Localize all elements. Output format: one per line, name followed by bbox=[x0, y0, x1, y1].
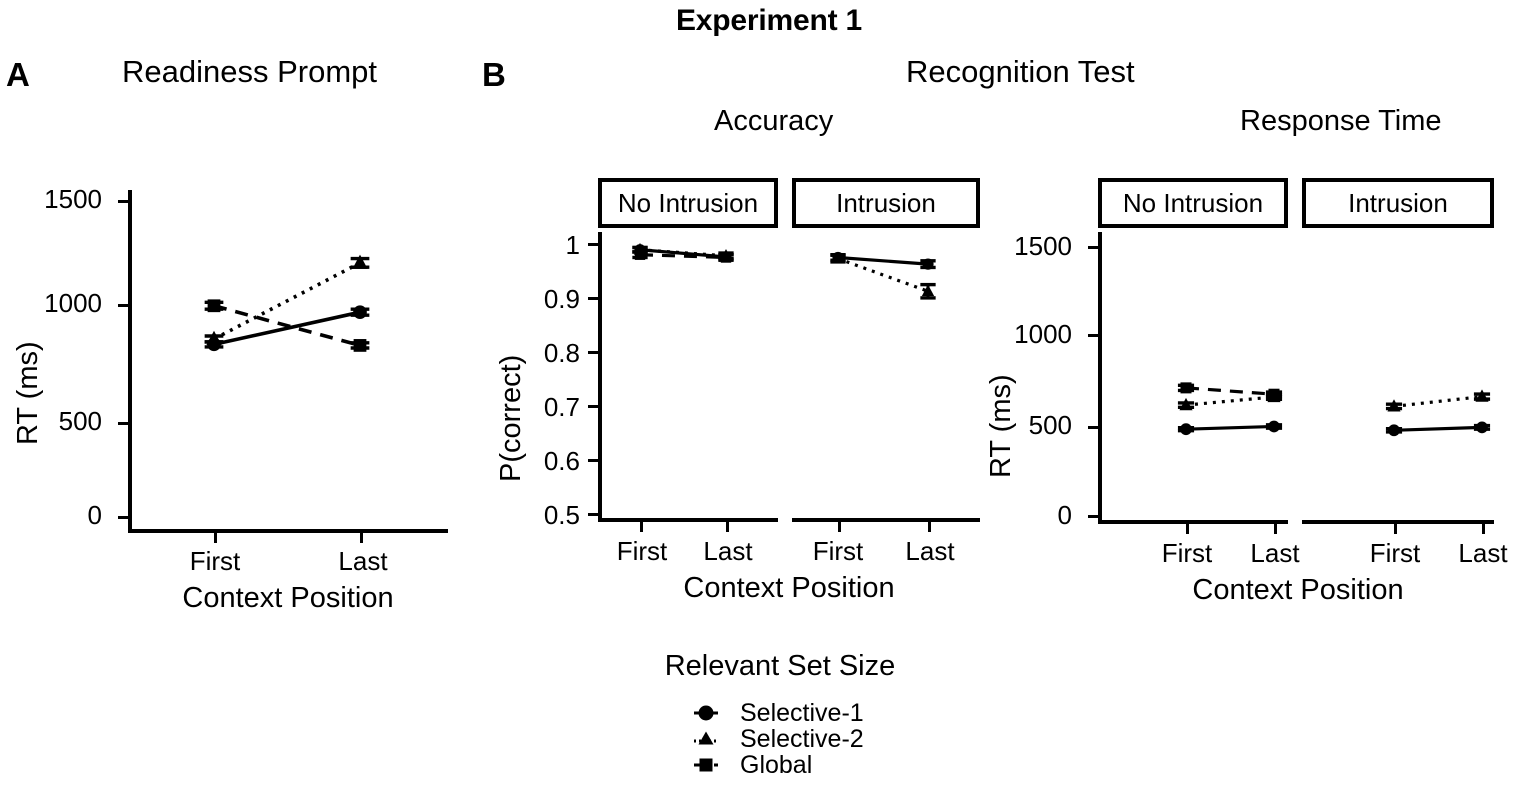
rt-strip-no-intrusion-label: No Intrusion bbox=[1122, 187, 1264, 218]
accuracy-f1-xtick-first: First bbox=[616, 536, 668, 566]
rt-f1-x-axis-line bbox=[1098, 520, 1288, 524]
panel-a-y-axis-line bbox=[128, 190, 132, 533]
accuracy-f2-xtick-mark-last bbox=[928, 522, 931, 532]
rt-ytick-mark-1000 bbox=[1088, 334, 1098, 337]
rt-ytick-0: 0 bbox=[1057, 500, 1072, 530]
rt-ytick-mark-1500 bbox=[1088, 246, 1098, 249]
accuracy-ytick-0_5: 0.5 bbox=[543, 500, 580, 530]
rt-facet-intrusion-plot-area bbox=[1385, 389, 1491, 437]
accuracy-x-axis-title: Context Position bbox=[683, 572, 895, 604]
rt-ytick-mark-0 bbox=[1088, 515, 1098, 518]
rt-ytick-1000: 1000 bbox=[1014, 319, 1072, 349]
legend-label-selective-2: Selective-2 bbox=[740, 724, 864, 753]
rt-f1-xtick-first: First bbox=[1161, 538, 1213, 568]
legend-label-selective-1: Selective-1 bbox=[740, 698, 864, 727]
rt-strip-intrusion-label: Intrusion bbox=[1348, 187, 1448, 218]
accuracy-facet-no-intrusion-plot-area bbox=[632, 242, 734, 263]
rt-ytick-500: 500 bbox=[1028, 410, 1072, 440]
accuracy-strip-no-intrusion: No Intrusion bbox=[598, 178, 778, 228]
rt-ytick-1500: 1500 bbox=[1014, 231, 1072, 261]
accuracy-f1-xtick-mark-first bbox=[640, 522, 643, 532]
accuracy-ytick-mark-0_7 bbox=[588, 405, 598, 408]
rt-f1-xtick-last: Last bbox=[1250, 538, 1300, 568]
accuracy-ytick-mark-1_0 bbox=[588, 243, 598, 246]
rt-strip-no-intrusion: No Intrusion bbox=[1098, 178, 1288, 228]
accuracy-strip-no-intrusion-label: No Intrusion bbox=[617, 187, 759, 218]
accuracy-y-axis-line bbox=[598, 232, 602, 520]
accuracy-f1-xtick-mark-last bbox=[726, 522, 729, 532]
legend-item-selective-2[interactable]: Selective-2 bbox=[686, 724, 864, 753]
panel-a-title: Readiness Prompt bbox=[122, 54, 378, 89]
accuracy-f2-xtick-first: First bbox=[812, 536, 864, 566]
panel-a-xtick-mark-first bbox=[214, 533, 217, 543]
rt-ytick-mark-500 bbox=[1088, 426, 1098, 429]
panel-a-x-axis-title: Context Position bbox=[182, 582, 394, 614]
accuracy-ytick-0_8: 0.8 bbox=[543, 338, 580, 368]
panel-a-letter: A bbox=[6, 56, 30, 93]
legend-label-global: Global bbox=[740, 750, 813, 779]
panel-a-ytick-mark-1500 bbox=[118, 200, 128, 203]
response-time-subtitle: Response Time bbox=[1240, 105, 1442, 137]
rt-f1-xtick-mark-last bbox=[1274, 524, 1277, 534]
panel-a-ytick-500: 500 bbox=[58, 406, 102, 436]
panel-a-xtick-last: Last bbox=[338, 546, 388, 576]
panel-a-ytick-0: 0 bbox=[87, 500, 102, 530]
rt-f2-xtick-mark-first bbox=[1394, 524, 1397, 534]
accuracy-strip-intrusion-label: Intrusion bbox=[836, 187, 936, 218]
rt-x-axis-title: Context Position bbox=[1192, 574, 1404, 606]
legend-title: Relevant Set Size bbox=[664, 650, 896, 682]
accuracy-ytick-0_9: 0.9 bbox=[543, 284, 580, 314]
accuracy-ytick-mark-0_6 bbox=[588, 459, 598, 462]
accuracy-facet-intrusion-plot-area bbox=[830, 251, 936, 300]
accuracy-ytick-mark-0_8 bbox=[588, 351, 598, 354]
accuracy-ytick-1_0: 1 bbox=[565, 230, 580, 260]
panel-a-ytick-1500: 1500 bbox=[44, 184, 102, 214]
panel-a-ytick-mark-1000 bbox=[118, 304, 128, 307]
rt-f1-xtick-mark-first bbox=[1186, 524, 1189, 534]
panel-a-ytick-mark-0 bbox=[118, 516, 128, 519]
panel-a-x-axis-line bbox=[128, 529, 448, 533]
panel-b-title: Recognition Test bbox=[906, 54, 1135, 89]
panel-a-ytick-1000: 1000 bbox=[44, 288, 102, 318]
legend-item-global[interactable]: Global bbox=[686, 750, 864, 779]
panel-b-letter: B bbox=[482, 56, 506, 93]
rt-f2-xtick-last: Last bbox=[1458, 538, 1508, 568]
accuracy-ytick-mark-0_9 bbox=[588, 297, 598, 300]
panel-a-plot-area bbox=[204, 254, 370, 352]
accuracy-f2-xtick-mark-first bbox=[838, 522, 841, 532]
panel-a-ytick-mark-500 bbox=[118, 422, 128, 425]
legend-items: Selective-1 Selective-2 Global bbox=[686, 698, 864, 779]
legend-item-selective-1[interactable]: Selective-1 bbox=[686, 698, 864, 727]
rt-f2-x-axis-line bbox=[1302, 520, 1494, 524]
accuracy-ytick-mark-0_5 bbox=[588, 513, 598, 516]
accuracy-subtitle: Accuracy bbox=[714, 105, 834, 137]
accuracy-f1-xtick-last: Last bbox=[703, 536, 753, 566]
rt-strip-intrusion: Intrusion bbox=[1302, 178, 1494, 228]
rt-y-axis-line bbox=[1098, 232, 1102, 522]
accuracy-strip-intrusion: Intrusion bbox=[792, 178, 980, 228]
accuracy-ytick-0_7: 0.7 bbox=[543, 392, 580, 422]
accuracy-f2-x-axis-line bbox=[792, 518, 980, 522]
circle-marker-icon bbox=[686, 700, 726, 726]
rt-f2-xtick-mark-last bbox=[1482, 524, 1485, 534]
square-marker-icon bbox=[686, 752, 726, 778]
panel-a-xtick-first: First bbox=[189, 546, 241, 576]
figure-main-title: Experiment 1 bbox=[676, 4, 863, 37]
rt-facet-no-intrusion-plot-area bbox=[1177, 382, 1283, 436]
accuracy-f1-x-axis-line bbox=[598, 518, 778, 522]
triangle-marker-icon bbox=[686, 726, 726, 752]
panel-a-xtick-mark-last bbox=[360, 533, 363, 543]
rt-f2-xtick-first: First bbox=[1369, 538, 1421, 568]
accuracy-f2-xtick-last: Last bbox=[905, 536, 955, 566]
accuracy-ytick-0_6: 0.6 bbox=[543, 446, 580, 476]
